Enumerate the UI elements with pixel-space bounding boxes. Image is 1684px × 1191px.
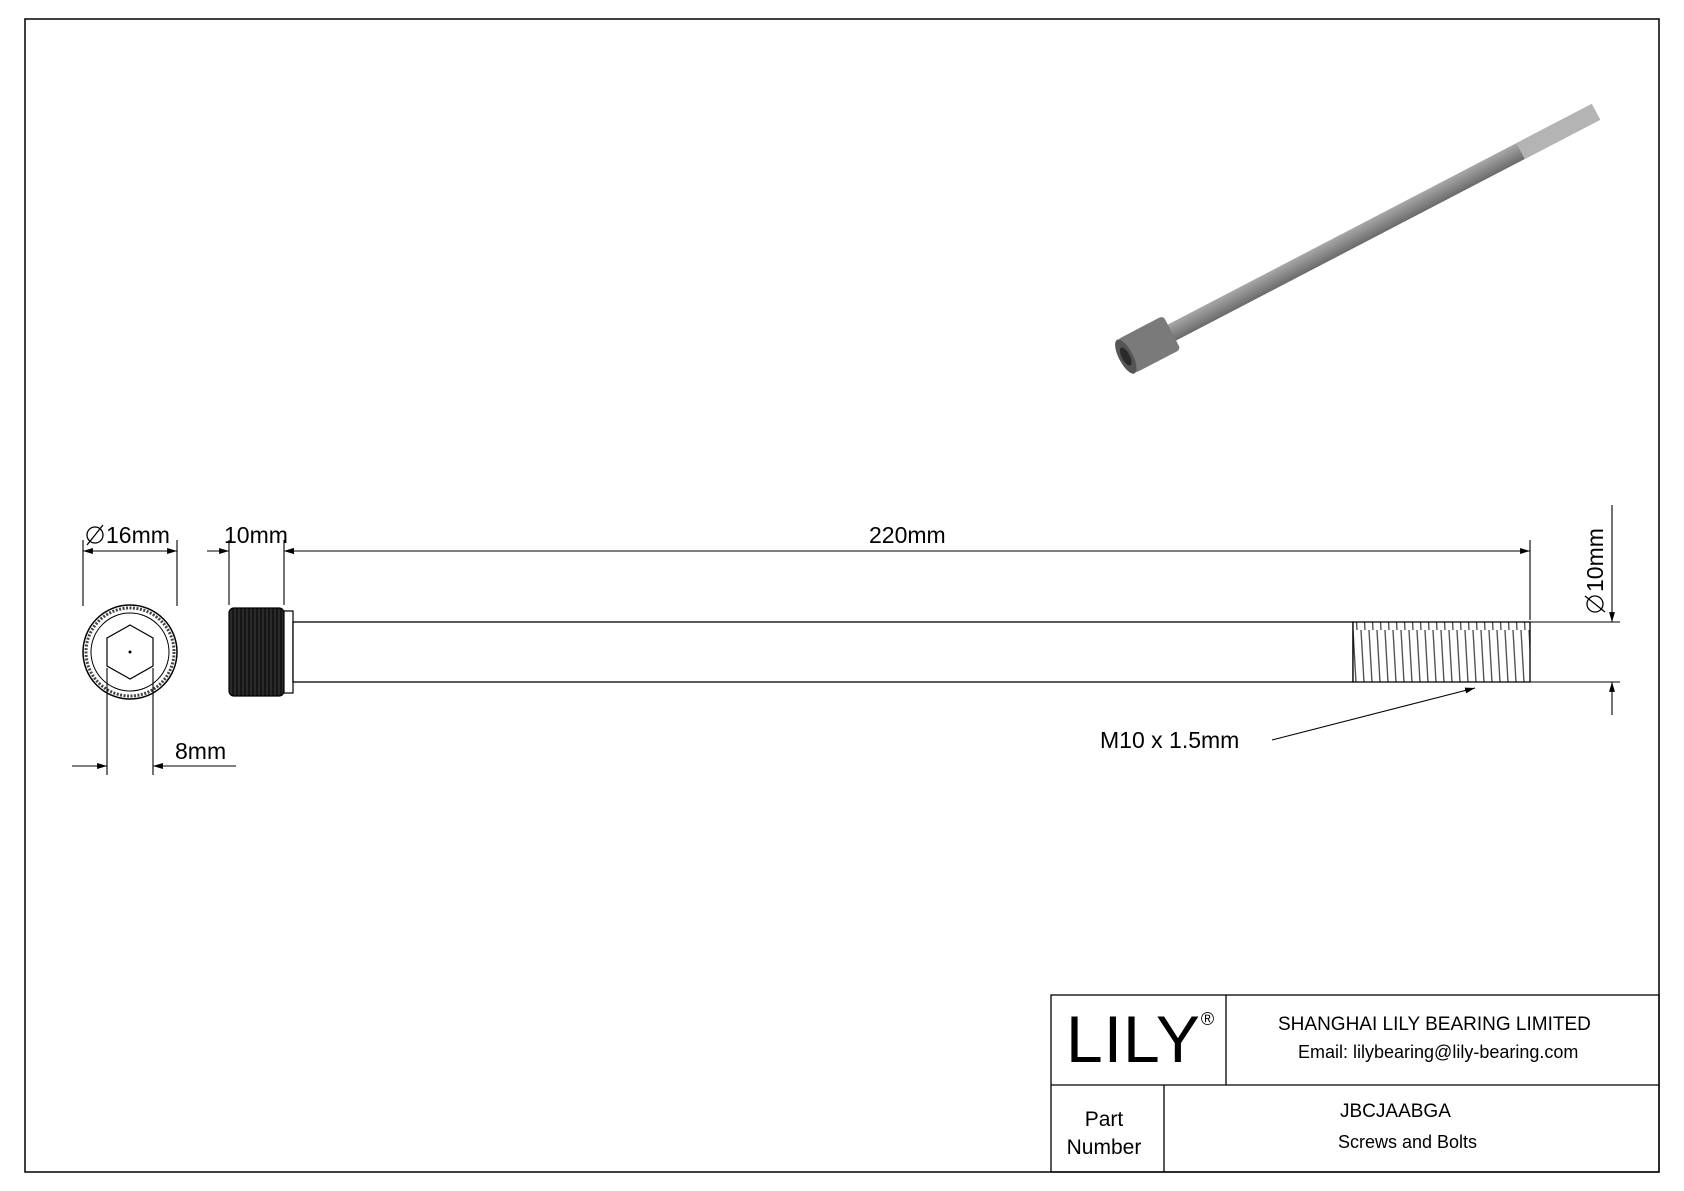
isometric-view <box>1115 103 1601 374</box>
length-text: 220mm <box>869 522 946 548</box>
part-label-line2: Number <box>1066 1136 1142 1159</box>
head-diameter-label: 16mm <box>86 522 170 548</box>
part-category: Screws and Bolts <box>1338 1132 1478 1152</box>
thread-spec-text: M10 x 1.5mm <box>1100 727 1239 753</box>
part-label-line1: Part <box>1084 1108 1124 1131</box>
head-end-view <box>82 604 178 700</box>
registered-mark: ® <box>1200 1009 1216 1029</box>
title-block-frame <box>1050 994 1660 1173</box>
head-height-text: 10mm <box>224 522 288 548</box>
company-email: Email: lilybearing@lily-bearing.com <box>1298 1042 1579 1062</box>
socket-size-text: 8mm <box>175 738 226 764</box>
thread-diameter-label: 10mm <box>1582 528 1608 613</box>
company-name: SHANGHAI LILY BEARING LIMITED <box>1278 1014 1591 1035</box>
thread-diameter-text: 10mm <box>1582 528 1608 592</box>
part-number-label: Part Number <box>1064 1106 1144 1162</box>
logo-text: LILY <box>1066 1002 1201 1076</box>
head-diameter-text: 16mm <box>106 522 170 548</box>
part-number-value: JBCJAABGA <box>1340 1101 1451 1122</box>
lily-logo: LILY® <box>1066 1006 1215 1072</box>
dimension-lines <box>72 505 1620 775</box>
screw-side-view <box>228 607 1531 697</box>
sheet-border <box>24 18 1660 1173</box>
